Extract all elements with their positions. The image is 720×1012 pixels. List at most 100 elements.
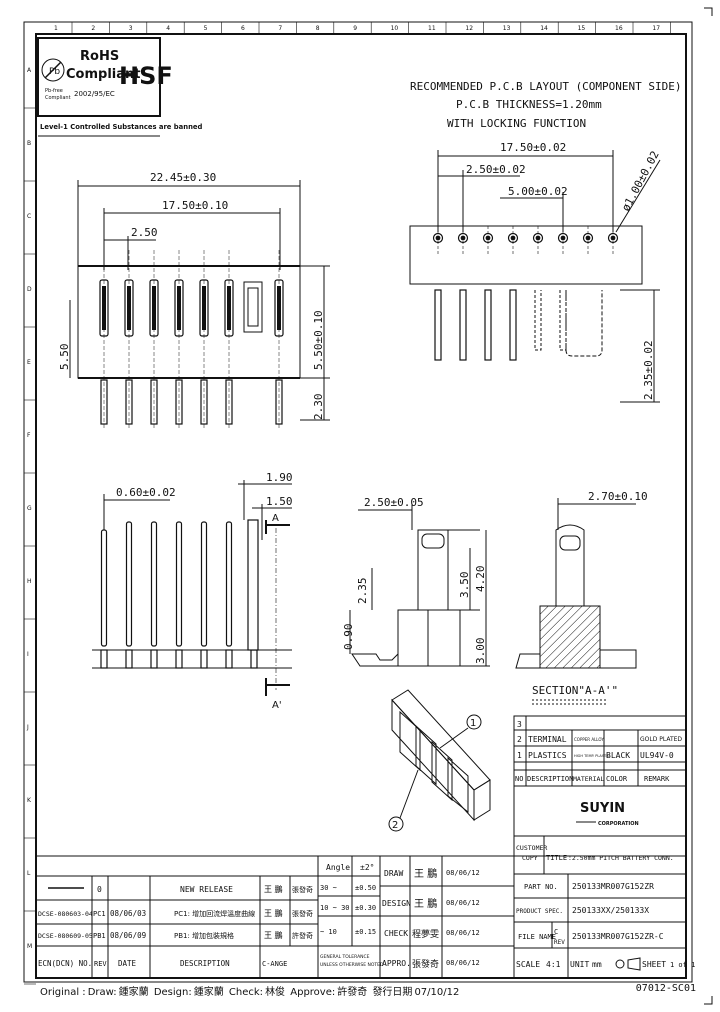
rev-header-change: C-ANGE	[262, 960, 287, 968]
ruler-top-label: 4	[166, 25, 170, 32]
draw-label: DRAW	[384, 869, 403, 878]
pcb-dim-height: 2.35±0.02	[642, 340, 655, 400]
title-label: TITLE	[546, 854, 567, 862]
approve-name: 張發奇	[412, 958, 439, 970]
unit-value: mm	[592, 960, 602, 969]
front-label-a: A	[272, 513, 279, 524]
rev-row-3-desc: PB1: 增加包裝規格	[174, 931, 234, 940]
rohs-badge: Pb Pb-free Compliant RoHS Compliant 2002…	[37, 37, 203, 137]
hsf-label: HSF	[119, 62, 173, 90]
footer-check-name: 林俊	[265, 987, 286, 998]
spec-label: PRODUCT SPEC.	[516, 908, 563, 915]
angle-label: Angle	[326, 863, 350, 872]
ruler-left-label: K	[27, 797, 32, 804]
spec-value: 250133XX/250133X	[572, 906, 649, 915]
compliant-label: Compliant	[66, 67, 140, 82]
pcb-dim-total: 17.50±0.02	[500, 141, 566, 154]
bom-row-1-no: 1	[517, 751, 522, 760]
bom-header-remark: REMARK	[644, 775, 670, 783]
ruler-top-label: 13	[503, 25, 511, 32]
rev-row-3-rev: PB1	[93, 932, 106, 940]
company-logo: SUYIN CORPORATION	[513, 785, 687, 837]
part-no-label: PART NO.	[524, 883, 558, 891]
rev-row-1-desc: NEW RELEASE	[180, 885, 233, 894]
draw-date: 08/06/12	[446, 869, 480, 877]
bom-row-2-desc: TERMINAL	[528, 735, 567, 744]
side-dim-300: 3.00	[474, 638, 487, 665]
bom-row-1-material: HIGH TEMP. PLASTIC	[574, 754, 610, 758]
ruler-left-label: D	[27, 286, 32, 293]
bom-header-no: NO	[515, 775, 523, 783]
title-block: CUSTOMER COPY TITLE :2.50mm PITCH BATTER…	[35, 836, 695, 979]
rev-row-1-by: 王 鵬	[264, 884, 283, 894]
iso-callout-2: 2	[392, 820, 398, 831]
pcb-height-dim: 2.35±0.02	[620, 289, 660, 403]
footer-design-name: 鍾家蘭	[193, 987, 224, 998]
ruler-left-label: A	[27, 67, 32, 74]
footer-design: Design:	[153, 987, 192, 998]
ruler-left-label: B	[27, 140, 31, 147]
ruler-top-label: 17	[652, 25, 660, 32]
front-lock-tab	[247, 519, 259, 651]
pcb-holes	[432, 226, 619, 361]
front-pin-foot	[175, 649, 183, 669]
rev-row-1-appr: 張發奇	[292, 885, 313, 894]
file-name-label: FILE NAME	[518, 933, 556, 941]
company-name: SUYIN	[580, 801, 625, 816]
rev-header-date: DATE	[118, 959, 137, 968]
sheet-value: 1 of 1	[670, 961, 695, 969]
pcb-pin-dashed	[534, 290, 542, 351]
check-label: CHECK	[384, 929, 408, 938]
check-name: 程夢雯	[412, 928, 439, 940]
ruler-top-label: 3	[129, 25, 133, 32]
bom-header-color: COLOR	[606, 775, 628, 783]
top-dim-pitch: 2.50	[131, 226, 158, 239]
rev-row-3-date: 08/06/09	[110, 931, 146, 940]
ruler-top-label: 9	[353, 25, 357, 32]
pcb-pin-long	[434, 289, 442, 361]
bom-row-3-no: 3	[517, 720, 522, 729]
scale-label: SCALE	[516, 960, 540, 969]
pcb-dim-offset: 5.00±0.02	[508, 185, 568, 198]
bom-table: 3 2 TERMINAL COPPER ALLOY GOLD PLATED 1 …	[513, 715, 687, 787]
front-pin-foot	[200, 649, 208, 669]
rev-row-3-ecn: DCSE-080609-05	[38, 932, 93, 940]
approve-label: APPRO.	[382, 959, 411, 968]
rev-row-2-ecn: DCSE-080603-04	[38, 910, 93, 918]
front-dim-pin: 0.60±0.02	[116, 486, 176, 499]
side-dim-235: 2.35	[356, 578, 369, 605]
ruler-left-label: H	[27, 578, 32, 585]
rohs-label: RoHS	[80, 49, 119, 64]
scale-value: 4:1	[546, 960, 561, 969]
ruler-left-label: E	[27, 359, 31, 366]
pcb-lock-outline	[565, 290, 603, 357]
bom-row-1-remark: UL94V-0	[640, 751, 674, 760]
ruler-top-label: 6	[241, 25, 245, 32]
design-date: 08/06/12	[446, 899, 480, 907]
footer-date-label: 發行日期	[372, 987, 413, 998]
front-pin	[225, 521, 233, 647]
pcb-title-2: P.C.B THICKNESS=1.20mm	[456, 98, 602, 111]
ruler-top-label: 8	[316, 25, 320, 32]
title-value: :2.50mm PITCH BATTERY CONN.	[568, 854, 674, 862]
pb-caption-2: Compliant	[45, 95, 71, 101]
pcb-dim-pitch: 2.50±0.02	[466, 163, 526, 176]
top-view-pins	[99, 250, 284, 430]
pcb-title-1: RECOMMENDED P.C.B LAYOUT (COMPONENT SIDE…	[410, 80, 682, 93]
top-dim-left: 5.50	[58, 344, 71, 371]
tol-range-1: 30 ~	[320, 884, 337, 892]
ruler-top-label: 11	[428, 25, 436, 32]
top-dim-overall: 22.45±0.30	[150, 171, 216, 184]
front-pin	[125, 521, 133, 647]
bom-row-1-color: BLACK	[606, 751, 630, 760]
pb-free-icon	[41, 58, 65, 82]
pcb-layout-view: RECOMMENDED P.C.B LAYOUT (COMPONENT SIDE…	[409, 80, 682, 285]
unit-label: UNIT	[570, 960, 589, 969]
rev-value: C	[554, 928, 558, 936]
footer-approve: Approve:	[290, 987, 336, 998]
pcb-pin-long	[484, 289, 492, 361]
iso-callout-1: 1	[470, 718, 476, 729]
ruler-top-label: 2	[91, 25, 95, 32]
bom-row-1-desc: PLASTICS	[528, 751, 567, 760]
